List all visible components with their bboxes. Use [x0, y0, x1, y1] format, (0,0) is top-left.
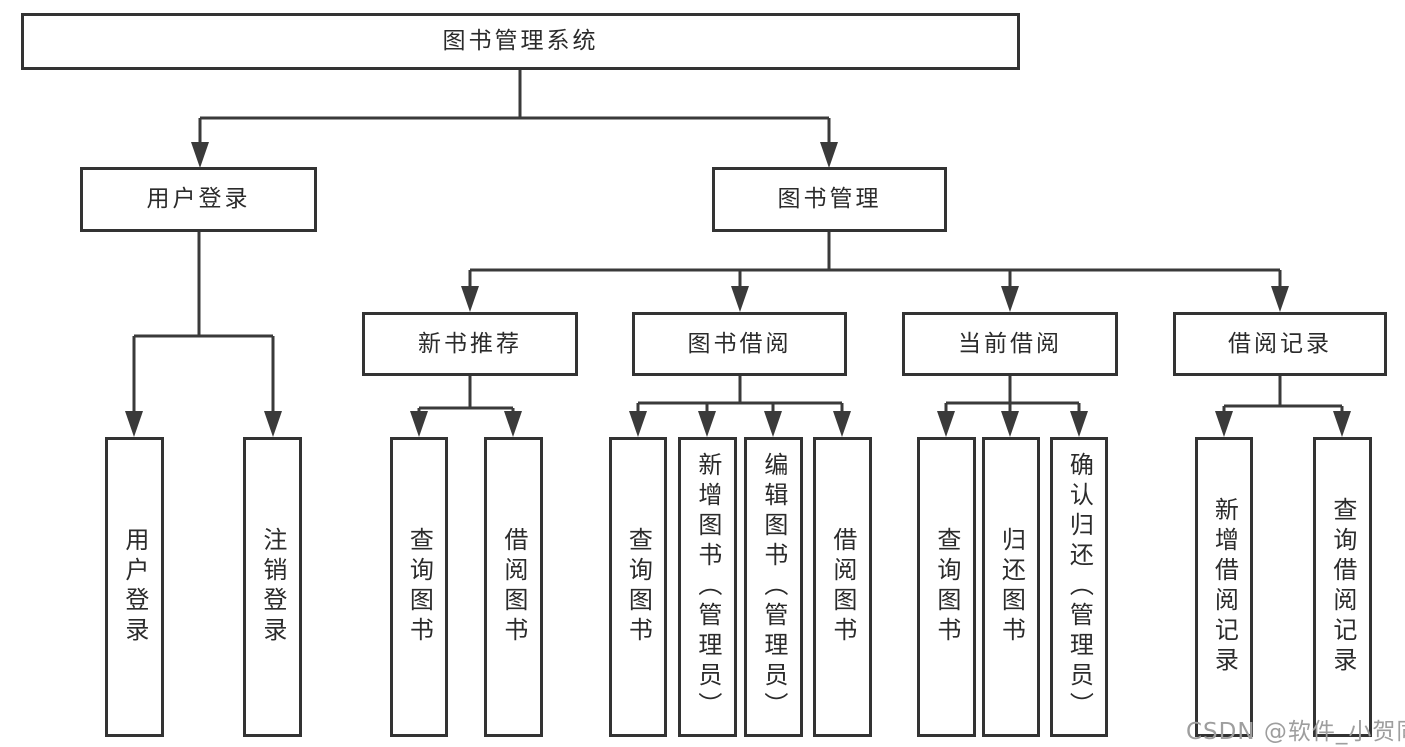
node-borrowing-records: 借阅记录	[1173, 312, 1387, 376]
leaf-br-query-record: 查询借阅记录	[1313, 437, 1372, 737]
leaf-bb-query-books: 查询图书	[609, 437, 667, 737]
leaf-bb-add-books-admin: 新增图书（管理员）	[678, 437, 737, 737]
leaf-cb-confirm-return-admin: 确认归还（管理员）	[1050, 437, 1108, 737]
leaf-bb-borrow-books: 借阅图书	[813, 437, 872, 737]
watermark-text: CSDN @软件_小贺同学	[1186, 719, 1405, 745]
leaf-logout: 注销登录	[243, 437, 302, 737]
leaf-user-login: 用户登录	[105, 437, 164, 737]
leaf-cb-query-books: 查询图书	[917, 437, 976, 737]
node-new-book-recommendation: 新书推荐	[362, 312, 578, 376]
node-book-borrowing: 图书借阅	[632, 312, 847, 376]
leaf-cb-return-books: 归还图书	[982, 437, 1040, 737]
leaf-nb-borrow-books: 借阅图书	[484, 437, 543, 737]
node-user-login: 用户登录	[80, 167, 317, 232]
leaf-br-add-record: 新增借阅记录	[1195, 437, 1253, 737]
leaf-nb-query-books: 查询图书	[390, 437, 448, 737]
leaf-bb-edit-books-admin: 编辑图书（管理员）	[744, 437, 803, 737]
node-book-management: 图书管理	[712, 167, 947, 232]
node-root: 图书管理系统	[21, 13, 1020, 70]
node-current-borrowing: 当前借阅	[902, 312, 1118, 376]
